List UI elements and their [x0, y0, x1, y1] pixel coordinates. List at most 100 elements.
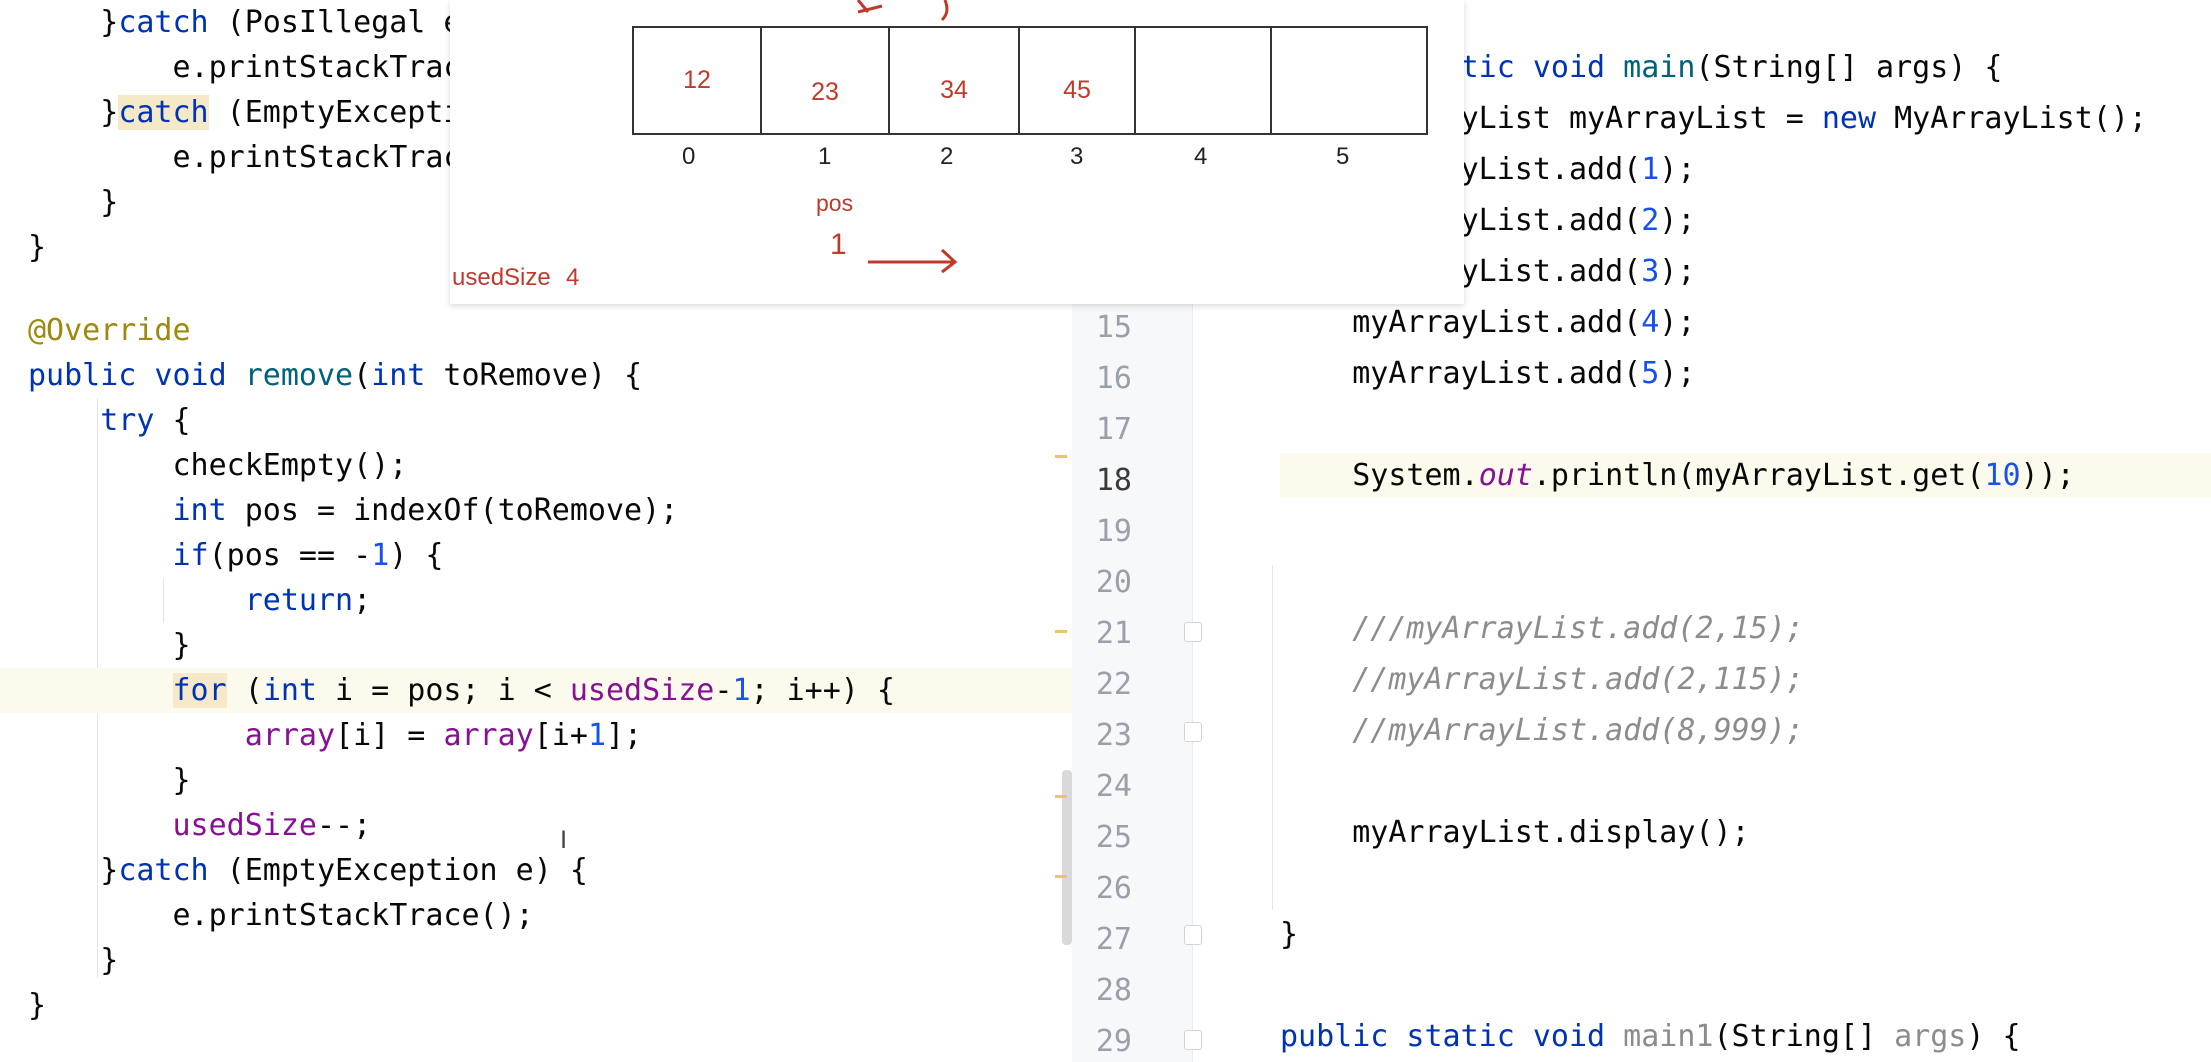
annotation-strokes — [856, 0, 958, 274]
fold-toggle-icon[interactable] — [1184, 925, 1202, 945]
line-number: 16 — [1095, 361, 1132, 396]
code-text: }catch (PosIllegal e) { — [28, 5, 516, 40]
code-text: int pos = indexOf(toRemove); — [172, 493, 679, 528]
fold-toggle-icon[interactable] — [1184, 622, 1202, 642]
code-line[interactable] — [1280, 402, 2211, 447]
code-line[interactable]: return; — [0, 578, 1072, 623]
array-index: 3 — [1070, 143, 1084, 170]
code-line[interactable]: //myArrayList.add(2,115); — [1280, 657, 2211, 702]
line-number: 21 — [1095, 616, 1132, 651]
code-line[interactable]: myArrayList.display(); — [1280, 810, 2211, 855]
code-line[interactable]: }catch (EmptyException e) { — [0, 848, 1072, 893]
code-line[interactable]: System.out.println(myArrayList.get(10)); — [1280, 453, 2211, 498]
code-text: } — [28, 988, 47, 1023]
code-text: e.printStackTrace(); — [28, 898, 534, 933]
change-marker — [1055, 795, 1067, 798]
code-text: ///myArrayList.add(2,15); — [1352, 611, 1804, 646]
code-line[interactable]: public void remove(int toRemove) { — [0, 353, 1072, 398]
code-line[interactable]: } — [0, 983, 1072, 1028]
code-line[interactable] — [1280, 861, 2211, 906]
code-text: @Override — [28, 313, 191, 348]
line-number: 24 — [1095, 769, 1132, 804]
pos-value: 1 — [830, 228, 847, 261]
code-line[interactable]: usedSize--; — [0, 803, 1072, 848]
code-line[interactable]: try { — [0, 398, 1072, 443]
array-cell — [1134, 26, 1272, 135]
arrow-stroke — [940, 248, 958, 274]
code-line[interactable]: } — [0, 938, 1072, 983]
code-text: public static void main1(String[] args) … — [1280, 1019, 2021, 1054]
scrollbar-thumb[interactable] — [1062, 770, 1072, 945]
code-line[interactable]: } — [0, 180, 1072, 225]
line-number: 17 — [1095, 412, 1132, 447]
arrow-stroke — [940, 0, 949, 22]
code-line[interactable]: checkEmpty(); — [0, 443, 1072, 488]
code-line[interactable]: } — [0, 623, 1072, 668]
arrow-stroke — [857, 4, 883, 14]
array-cell: 23 — [760, 26, 890, 135]
code-text: //myArrayList.add(2,115); — [1352, 662, 1804, 697]
fold-toggle-icon[interactable] — [1184, 1030, 1202, 1050]
line-number: 20 — [1095, 565, 1132, 600]
array-cell: 12 — [632, 26, 762, 135]
line-number: 26 — [1095, 871, 1132, 906]
code-line[interactable]: @Override — [0, 308, 1072, 353]
array-index: 0 — [682, 143, 696, 170]
code-line[interactable]: //myArrayList.add(8,999); — [1280, 708, 2211, 753]
code-line[interactable]: array[i] = array[i+1]; — [0, 713, 1072, 758]
code-text: } — [28, 763, 191, 798]
code-text: myArrayList.add(5); — [1280, 356, 1696, 391]
line-number: 19 — [1095, 514, 1132, 549]
used-size-value: 4 — [566, 264, 580, 291]
array-index: 2 — [940, 143, 954, 170]
code-text: try { — [100, 403, 191, 438]
change-marker — [1055, 630, 1067, 633]
code-line[interactable]: ///myArrayList.add(2,15); — [1280, 606, 2211, 651]
array-diagram-overlay: 12 23 34 45 0 1 2 3 4 5 pos 1 usedSize 4 — [450, 0, 1464, 304]
code-text: System.out.println(myArrayList.get(10)); — [1280, 458, 2075, 493]
code-text: } — [28, 230, 47, 265]
array-index: 4 — [1194, 143, 1208, 170]
code-line[interactable] — [1280, 504, 2211, 549]
array-cell: 45 — [1018, 26, 1136, 135]
code-text: if(pos == -1) { — [172, 538, 444, 573]
code-line[interactable]: int pos = indexOf(toRemove); — [0, 488, 1072, 533]
code-line[interactable] — [1280, 555, 2211, 600]
code-line[interactable]: } — [0, 225, 1072, 270]
code-line[interactable]: myArrayList.add(5); — [1280, 351, 2211, 396]
line-number: 18 — [1095, 463, 1132, 498]
code-text: } — [28, 185, 119, 220]
code-line[interactable]: if(pos == -1) { — [0, 533, 1072, 578]
code-text: checkEmpty(); — [28, 448, 408, 483]
text-cursor-icon: I — [560, 826, 568, 854]
code-line[interactable]: public static void main1(String[] args) … — [1280, 1014, 2211, 1059]
code-text: //myArrayList.add(8,999); — [1352, 713, 1804, 748]
code-text: return; — [244, 583, 372, 618]
code-text: } — [28, 943, 119, 978]
code-text: usedSize--; — [172, 808, 372, 843]
code-line[interactable]: myArrayList.add(4); — [1280, 300, 2211, 345]
line-number: 25 — [1095, 820, 1132, 855]
code-text: }catch (EmptyException e) { — [28, 853, 588, 888]
line-number: 15 — [1095, 310, 1132, 345]
code-line[interactable] — [1280, 963, 2211, 1008]
indent-guide — [163, 578, 164, 623]
code-line[interactable]: for (int i = pos; i < usedSize-1; i++) { — [0, 668, 1072, 713]
code-text: } — [28, 628, 191, 663]
code-line[interactable]: } — [0, 758, 1072, 803]
code-text: myArrayList.add(4); — [1280, 305, 1696, 340]
fold-toggle-icon[interactable] — [1184, 722, 1202, 742]
code-line[interactable] — [1280, 759, 2211, 804]
array-cell — [1270, 26, 1428, 135]
code-text: } — [1280, 917, 1299, 952]
array-cell: 34 — [888, 26, 1020, 135]
array-index: 1 — [818, 143, 832, 170]
array-index: 5 — [1336, 143, 1350, 170]
code-text: for (int i = pos; i < usedSize-1; i++) { — [172, 673, 895, 708]
code-line[interactable]: e.printStackTrace(); — [0, 893, 1072, 938]
pos-label: pos — [816, 190, 854, 216]
code-text: public void remove(int toRemove) { — [28, 358, 643, 393]
code-line[interactable]: } — [1280, 912, 2211, 957]
line-number: 27 — [1095, 922, 1132, 957]
change-marker — [1055, 875, 1067, 878]
